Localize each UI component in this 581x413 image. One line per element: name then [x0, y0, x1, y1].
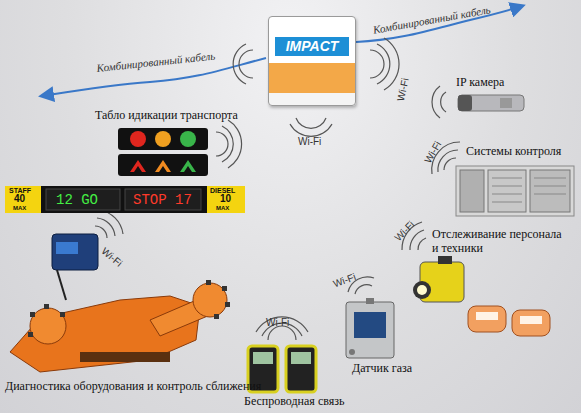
access-point-device: IMPACT	[268, 16, 356, 106]
wifi-label: Wi-Fi	[100, 246, 124, 269]
caption: Диагностика оборудования и контроль сбли…	[5, 380, 261, 394]
wifi-label: Wi-Fi	[393, 220, 417, 244]
led-text: 12 GO	[56, 192, 98, 208]
tracking-devices	[413, 256, 550, 336]
board-text: 10	[220, 194, 231, 204]
wifi-label: Wi-Fi	[266, 318, 289, 328]
display-board	[5, 186, 245, 213]
wifi-label: Wi-Fi	[396, 77, 411, 102]
traffic-signal	[118, 128, 208, 176]
caption: Отслеживание персонала и техники	[432, 228, 564, 256]
cable-label: Комбинированный кабель	[96, 50, 216, 75]
board-text: MAX	[13, 205, 26, 211]
caption: Табло идикации транспорта	[95, 109, 238, 123]
cable-label: Комбинированный кабель	[372, 3, 491, 36]
device-logo: IMPACT	[275, 37, 349, 56]
led-text: STOP 17	[133, 192, 192, 208]
wifi-label: Wi-Fi	[298, 137, 321, 147]
caption: Датчик газа	[352, 362, 412, 376]
caption: Системы контроля	[466, 145, 561, 159]
mining-machine	[10, 234, 230, 372]
board-text: STAFF	[9, 187, 31, 194]
caption: IP камера	[456, 76, 504, 90]
board-text: DIESEL	[210, 187, 235, 194]
ip-camera	[458, 95, 524, 111]
board-text: MAX	[216, 205, 229, 211]
wifi-label: Wi-Fi	[332, 272, 357, 289]
control-rack	[456, 166, 574, 216]
caption: Беспроводная связь	[244, 395, 344, 409]
wifi-label: Wi-Fi	[423, 140, 443, 165]
gas-sensor	[346, 298, 394, 358]
board-text: 40	[14, 194, 25, 204]
